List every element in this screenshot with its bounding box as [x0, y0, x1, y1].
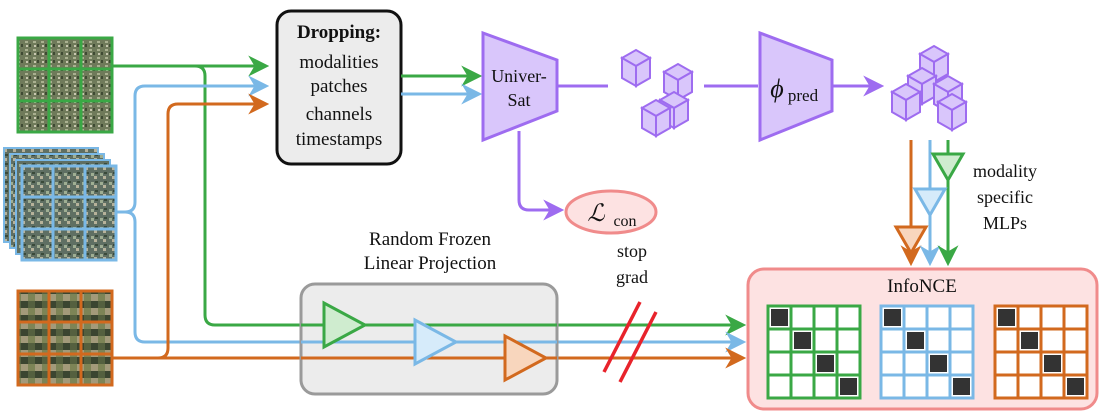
projection-label-line2: Linear Projection [364, 253, 497, 274]
matrix-cell [902, 350, 929, 377]
matrix-cell [902, 304, 929, 331]
stop-grad-line1: stop [617, 241, 647, 261]
dropping-item-channels: channels [306, 104, 372, 125]
loss-con-subscript: con [613, 213, 636, 230]
matrix-cell-positive [1067, 378, 1084, 395]
mlp-green-triangle [930, 152, 966, 184]
projection-label-line1: Random Frozen [369, 229, 491, 250]
mlp-blue-triangle [912, 187, 948, 219]
dropping-item-modalities: modalities [299, 52, 378, 73]
matrix-cell-positive [907, 332, 924, 349]
matrix-cell [1062, 304, 1089, 331]
dropping-item-timestamps: timestamps [296, 129, 383, 150]
input-image-blue-stack [3, 147, 118, 262]
projection-orange-triangle [503, 333, 550, 383]
encoder-label-line1: Univer- [491, 66, 547, 86]
matrix-cell [835, 304, 862, 331]
encoder-to-loss-arrow [517, 131, 565, 221]
matrix-cell [835, 327, 862, 354]
dropping-box: Dropping: modalities patches channels ti… [275, 9, 403, 166]
token-cubes-encoder [619, 48, 695, 138]
mlp-triangles [893, 152, 966, 257]
matrix-cell-positive [1044, 355, 1061, 372]
dropping-title: Dropping: [297, 22, 381, 43]
predictor: ϕ pred [758, 30, 834, 143]
matrix-cell [812, 327, 839, 354]
matrix-cell-positive [998, 309, 1015, 326]
matrix-cell [993, 327, 1020, 354]
matrix-cell [902, 373, 929, 400]
encoder-label-line2: Sat [507, 90, 530, 110]
matrix-cell-positive [930, 355, 947, 372]
matrix-cell [993, 373, 1020, 400]
mlps-label-line2: specific [977, 187, 1033, 207]
token-cubes-predicted [889, 44, 969, 132]
contrastive-loss: ℒ con [564, 189, 658, 235]
matrix-cell [812, 304, 839, 331]
matrix-cell [812, 373, 839, 400]
green-input-path [112, 55, 747, 336]
mlps-label: modality specific MLPs [973, 161, 1037, 233]
similarity-matrix-blue [879, 304, 975, 400]
dropping-item-patches: patches [311, 76, 368, 97]
matrix-cell [948, 304, 975, 331]
mlp-orange-triangle [893, 225, 929, 257]
matrix-cell-positive [953, 378, 970, 395]
matrix-cell-positive [771, 309, 788, 326]
matrix-cell [925, 304, 952, 331]
matrix-cell-positive [840, 378, 857, 395]
similarity-matrices [766, 304, 1089, 400]
mlps-label-line1: modality [973, 161, 1037, 181]
matrix-cell [925, 327, 952, 354]
matrix-cell [1039, 373, 1066, 400]
matrix-cell [993, 350, 1020, 377]
stop-grad-line2: grad [616, 267, 648, 287]
matrix-cell [766, 327, 793, 354]
matrix-cell [1016, 350, 1043, 377]
matrix-cell-positive [884, 309, 901, 326]
stop-grad-marker [602, 301, 658, 383]
projection-triangles [322, 300, 550, 383]
matrix-cell [948, 327, 975, 354]
matrix-cell [835, 350, 862, 377]
matrix-cell [1016, 373, 1043, 400]
projection-green-triangle [322, 300, 369, 350]
similarity-matrix-orange [993, 304, 1089, 400]
predictor-symbol: ϕ [770, 74, 783, 103]
stop-grad-label: stop grad [616, 241, 648, 287]
matrix-cell [1039, 304, 1066, 331]
similarity-matrix-green [766, 304, 862, 400]
matrix-cell-positive [1021, 332, 1038, 349]
projection-blue-triangle [413, 317, 460, 367]
matrix-cell [879, 350, 906, 377]
matrix-cell [925, 373, 952, 400]
matrix-cell-positive [794, 332, 811, 349]
matrix-cell [789, 304, 816, 331]
matrix-cell [879, 327, 906, 354]
matrix-cell [789, 350, 816, 377]
input-image-green [16, 36, 114, 134]
matrix-cell [948, 350, 975, 377]
matrix-cell [766, 373, 793, 400]
predictor-subscript: pred [788, 86, 819, 105]
infonce-title: InfoNCE [887, 276, 957, 297]
matrix-cell [1016, 304, 1043, 331]
matrix-cell [789, 373, 816, 400]
projection-label: Random Frozen Linear Projection [364, 229, 497, 274]
universat-encoder: Univer- Sat [481, 30, 559, 143]
matrix-cell [1039, 327, 1066, 354]
input-image-orange [16, 289, 114, 387]
matrix-cell [1062, 350, 1089, 377]
mlps-label-line3: MLPs [983, 213, 1027, 233]
blue-input-path [116, 75, 747, 353]
loss-con-symbol: ℒ [587, 201, 605, 227]
dropping-to-encoder-arrows [401, 65, 483, 105]
matrix-cell-positive [817, 355, 834, 372]
matrix-cell [766, 350, 793, 377]
matrix-cell [1062, 327, 1089, 354]
matrix-cell [879, 373, 906, 400]
